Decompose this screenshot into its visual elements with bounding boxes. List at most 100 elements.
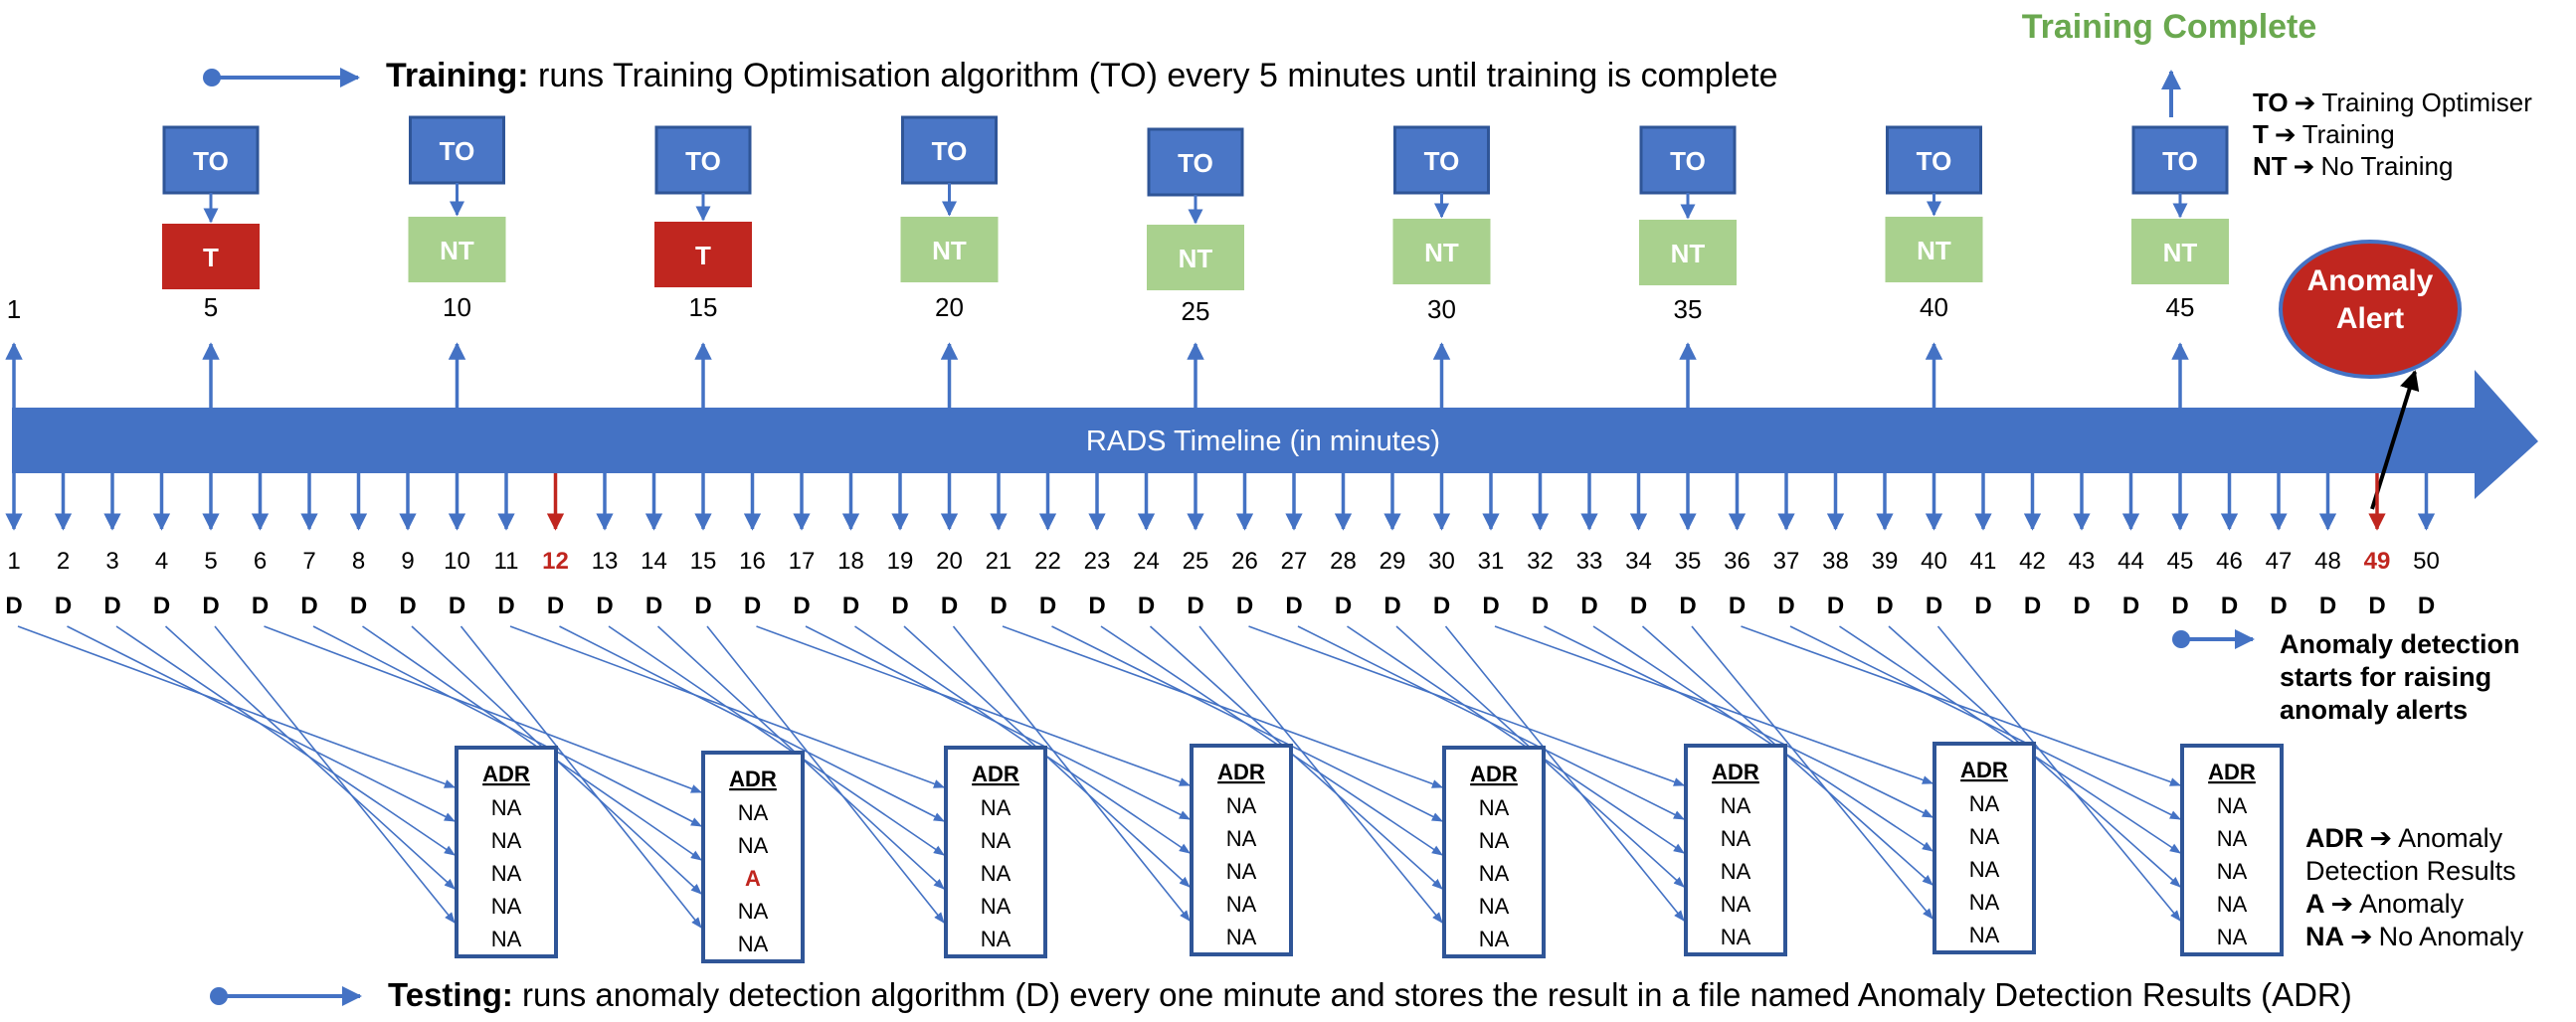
legend-arrow-icon: ➔ <box>2294 152 2315 182</box>
legend-value: Anomaly <box>2359 889 2465 919</box>
legend-value: Training <box>2302 119 2395 149</box>
adr-result: NA <box>1721 793 1751 818</box>
status-label: NT <box>1424 238 1459 267</box>
adr-box-frame <box>1684 744 1787 956</box>
status-label: NT <box>2163 238 2198 267</box>
adr-result: NA <box>738 899 769 924</box>
minute-37: 37D <box>1773 473 1799 619</box>
legend-bottom: ADR➔Anomaly Detection Results A➔Anomaly … <box>2305 823 2524 952</box>
detector-label: D <box>497 593 514 619</box>
detection-note: Anomaly detection starts for raising ano… <box>2172 629 2520 725</box>
minute-number: 8 <box>352 548 365 575</box>
training-text: runs Training Optimisation algorithm (TO… <box>529 57 1778 94</box>
minute-38: 38D <box>1822 473 1849 619</box>
adr-title: ADR <box>2208 760 2256 784</box>
legend-key: NT <box>2253 151 2288 181</box>
minute-15: 15D <box>690 473 716 619</box>
minute-number: 50 <box>2413 548 2440 575</box>
to-box <box>1886 125 1982 195</box>
to-label: TO <box>1670 146 1706 176</box>
adr-result: NA <box>1226 859 1257 884</box>
adr-box-frame <box>1190 744 1293 956</box>
minute-46: 46D <box>2216 473 2243 619</box>
minute-4: 4D <box>152 473 171 619</box>
adr-result: NA <box>1226 826 1257 851</box>
detector-label: D <box>350 593 367 619</box>
timeline-arrow-shape <box>12 370 2538 499</box>
minute-49: 49D <box>2364 473 2391 619</box>
training-complete-label: Training Complete <box>2022 8 2317 46</box>
detector-label: D <box>399 593 416 619</box>
minute-number: 49 <box>2364 548 2391 575</box>
minute-number: 42 <box>2019 548 2046 575</box>
status-label: T <box>203 243 219 272</box>
adr-result: NA <box>981 861 1012 886</box>
training-minute-label: 40 <box>1920 292 1948 322</box>
to-box <box>1639 125 1737 195</box>
adr-result: NA <box>1969 824 2000 849</box>
legend-arrow-icon: ➔ <box>2295 88 2316 118</box>
minute-39: 39D <box>1872 473 1898 619</box>
detection-arrow <box>362 625 702 861</box>
minute-33: 33D <box>1576 473 1602 619</box>
detector-label: D <box>1630 593 1647 619</box>
adr-result: NA <box>491 894 522 919</box>
minute-23: 23D <box>1084 473 1111 619</box>
minute-50: 50D <box>2413 473 2440 619</box>
minute-1: 1D <box>5 473 23 619</box>
legend-arrow-icon: ➔ <box>2370 823 2393 854</box>
adr-result: NA <box>491 828 522 853</box>
adr-title: ADR <box>972 762 1019 786</box>
minute-number: 20 <box>936 548 963 575</box>
adr-result: NA <box>1969 890 2000 915</box>
training-connectors <box>5 342 2189 408</box>
training-minute-label: 5 <box>204 292 218 322</box>
minute-27: 27D <box>1281 473 1307 619</box>
legend-key: T <box>2253 119 2269 149</box>
minute-number: 26 <box>1231 548 1258 575</box>
detector-label: D <box>1433 593 1450 619</box>
detector-label: D <box>1285 593 1302 619</box>
minute-42: 42D <box>2019 473 2046 619</box>
status-label: NT <box>440 236 474 265</box>
detector-label: D <box>1138 593 1155 619</box>
minute-29: 29D <box>1380 473 1405 619</box>
detector-label: D <box>300 593 317 619</box>
detection-note-line2: starts for raising <box>2280 662 2491 692</box>
adr-result: NA <box>1721 826 1751 851</box>
minute-12: 12D <box>542 473 569 619</box>
to-label: TO <box>932 136 968 166</box>
anomaly-alert-ellipse <box>2279 240 2462 379</box>
adr-result: NA <box>491 927 522 951</box>
detector-label: D <box>5 593 22 619</box>
detector-label: D <box>1088 593 1105 619</box>
minute-number: 22 <box>1034 548 1061 575</box>
detector-label: D <box>449 593 465 619</box>
minute-number: 12 <box>542 548 569 575</box>
detection-arrow <box>1100 625 1443 856</box>
adr-box-frame <box>1932 742 2036 954</box>
minute-number: 47 <box>2266 548 2293 575</box>
minute-18: 18D <box>837 473 864 619</box>
adr-result: NA <box>491 861 522 886</box>
detector-label: D <box>1827 593 1844 619</box>
detector-label: D <box>1777 593 1794 619</box>
status-label: NT <box>1917 236 1951 265</box>
minute-48: 48D <box>2314 473 2341 619</box>
detection-arrow <box>1936 625 2181 922</box>
testing-text: runs anomaly detection algorithm (D) eve… <box>513 976 2352 1013</box>
minute-25: 25D <box>1183 473 1209 619</box>
adr-title: ADR <box>1960 758 2008 782</box>
minute-number: 30 <box>1428 548 1455 575</box>
detection-arrow <box>952 625 1191 922</box>
minute-number: 10 <box>444 548 470 575</box>
detector-label: D <box>1335 593 1352 619</box>
minute-number: 31 <box>1478 548 1505 575</box>
minute-number: 23 <box>1084 548 1111 575</box>
minute-number: 25 <box>1183 548 1209 575</box>
training-minute-label: 25 <box>1182 296 1210 326</box>
